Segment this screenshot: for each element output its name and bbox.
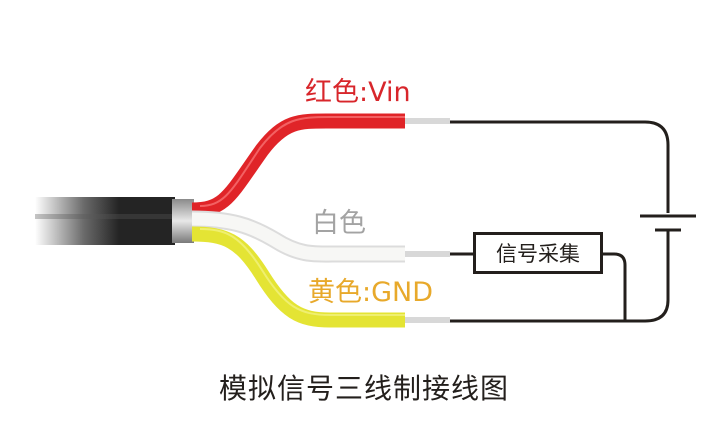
signal-acquisition-box: 信号采集 xyxy=(473,232,603,274)
battery-icon xyxy=(640,214,696,232)
diagram-title: 模拟信号三线制接线图 xyxy=(218,372,509,405)
red-wire-label: 红色:Vin xyxy=(305,77,411,108)
red-wire xyxy=(191,113,450,218)
white-wire-label: 白色 xyxy=(312,208,366,239)
white-wire xyxy=(191,210,450,263)
signal-acquisition-label: 信号采集 xyxy=(496,242,580,266)
circuit-lines xyxy=(450,120,670,323)
yellow-wire xyxy=(191,226,450,328)
yellow-wire-label: 黄色:GND xyxy=(308,277,434,308)
cable-jacket xyxy=(35,197,194,245)
